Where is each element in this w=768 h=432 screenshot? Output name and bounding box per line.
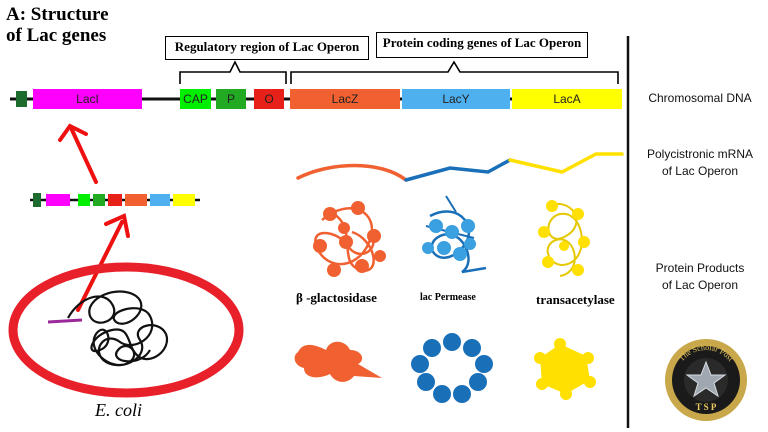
- protein-name-transacetylase: transacetylase: [536, 292, 615, 307]
- ecoli-cell: [8, 262, 244, 398]
- title-line-2: of Lac genes: [6, 25, 107, 46]
- mrna-lacz-segment: [296, 163, 408, 182]
- protein-name-galactosidase: β -glactosidase: [296, 290, 377, 305]
- ecoli-chromosome: [67, 290, 169, 367]
- ecoli-gene-band: [47, 318, 83, 324]
- organism-label: E. coli: [95, 400, 142, 420]
- diagram-title: A: Structure of Lac genes: [6, 4, 109, 46]
- label-mrna-line-1: Polycistronic mRNA: [646, 147, 754, 161]
- gene-promoter: P: [216, 89, 246, 109]
- gene-operator-label: O: [264, 92, 274, 106]
- galactosidase-blob: [294, 341, 382, 382]
- gene-operator: O: [254, 89, 284, 109]
- mrna-lacy-segment: [404, 158, 512, 182]
- label-chromosomal-dna: Chromosomal DNA: [648, 91, 752, 105]
- label-protein-line-2: of Lac Operon: [661, 278, 739, 292]
- gene-cap: CAP: [180, 89, 211, 109]
- gene-lacy: LacY: [402, 89, 510, 109]
- logo-star-icon: [685, 360, 727, 398]
- scholar-post-logo: The Scholar Post T S P: [665, 339, 747, 421]
- permease-structure: [422, 195, 487, 274]
- gene-lacy-label: LacY: [442, 92, 470, 106]
- gene-lacz: LacZ: [290, 89, 400, 109]
- gene-lacz-label: LacZ: [331, 92, 359, 106]
- transacetylase-hexamer: [534, 338, 596, 400]
- dna-start-marker: [16, 91, 27, 107]
- gene-laci-label: LacI: [76, 92, 99, 106]
- logo-letters: T S P: [696, 402, 717, 412]
- label-mrna: Polycistronic mRNA of Lac Operon: [636, 146, 764, 180]
- gene-cap-label: CAP: [183, 92, 208, 106]
- label-mrna-line-2: of Lac Operon: [661, 164, 739, 178]
- gene-laci: LacI: [33, 89, 142, 109]
- arrow-mini-to-laci: [58, 123, 98, 184]
- mini-dna-map: [30, 193, 200, 207]
- coding-bracket: [290, 60, 619, 84]
- gene-promoter-label: P: [226, 92, 235, 106]
- transacetylase-structure: [538, 200, 590, 277]
- regulatory-region-label: Regulatory region of Lac Operon: [165, 36, 369, 60]
- label-protein-products: Protein Products of Lac Operon: [636, 260, 764, 294]
- label-protein-line-1: Protein Products: [655, 261, 745, 275]
- galactosidase-structure: [313, 201, 386, 277]
- mrna-laca-segment: [508, 152, 624, 174]
- permease-ring: [411, 333, 493, 403]
- coding-genes-label: Protein coding genes of Lac Operon: [376, 32, 588, 58]
- gene-laca-label: LacA: [553, 92, 581, 106]
- title-line-1: A: Structure: [6, 4, 109, 25]
- regulatory-bracket: [179, 60, 287, 84]
- gene-laca: LacA: [512, 89, 622, 109]
- mrna-strand: [296, 152, 624, 182]
- protein-name-permease: lac Permease: [420, 292, 476, 303]
